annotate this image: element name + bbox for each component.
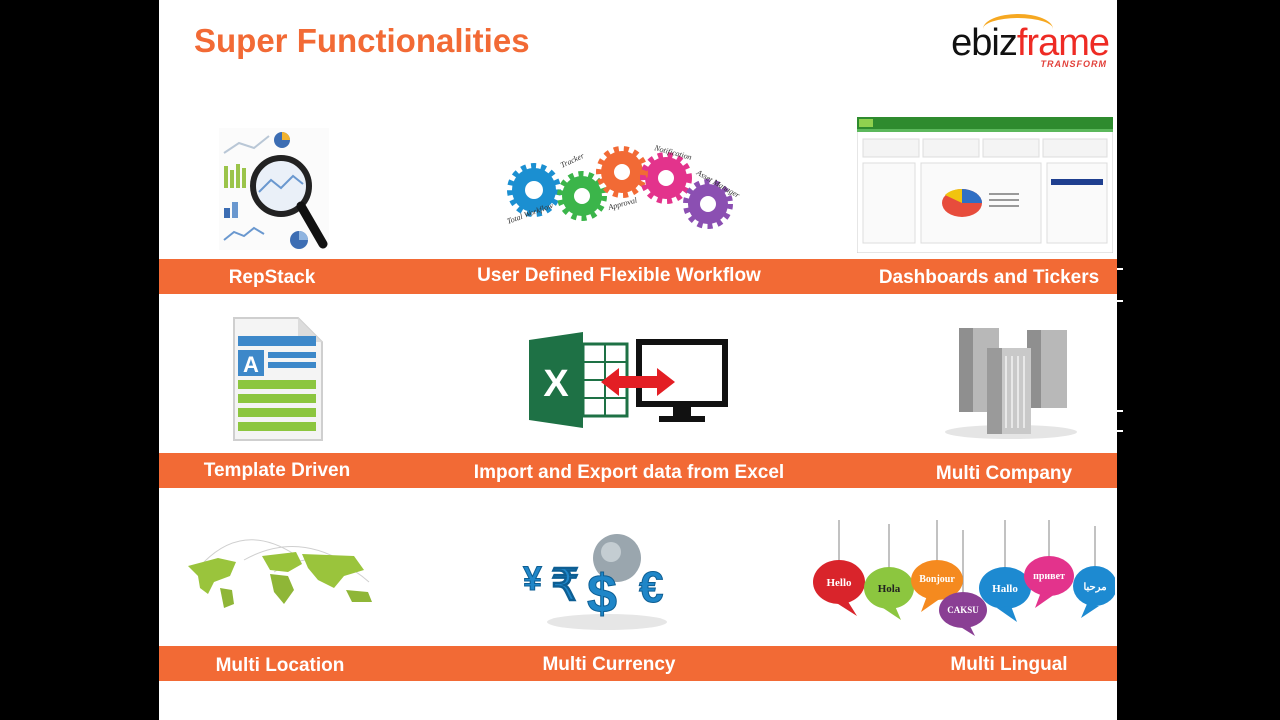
- slide-title: Super Functionalities: [194, 22, 530, 59]
- dashboard-screenshot-icon: [857, 117, 1113, 253]
- magnifier-chart-icon: [219, 128, 329, 250]
- ebizframe-logo: ebizframe TRANSFORM: [919, 14, 1110, 72]
- bubble-privet-text: привет: [1033, 571, 1065, 582]
- feature-band-row-1: [159, 259, 1117, 294]
- currency-globe-icon: ¥ ₹ $ €: [523, 534, 667, 630]
- feature-label-lingual: Multi Lingual: [950, 654, 1068, 675]
- svg-text:¥: ¥: [523, 560, 542, 598]
- feature-band-row-2: [159, 453, 1117, 488]
- svg-text:$: $: [587, 564, 617, 624]
- logo-text-main: ebiz: [951, 22, 1018, 64]
- feature-label-company: Multi Company: [935, 463, 1073, 484]
- svg-text:€: €: [639, 563, 663, 612]
- feature-band-row-3: [159, 646, 1117, 681]
- edge-mark: [1117, 300, 1123, 302]
- svg-text:Approval: Approval: [606, 195, 639, 212]
- bubble-bonjour-text: Bonjour: [919, 574, 955, 585]
- logo-tagline: TRANSFORM: [1040, 59, 1107, 69]
- feature-label-excel: Import and Export data from Excel: [473, 462, 785, 483]
- logo-arc: [983, 14, 1053, 44]
- svg-text:A: A: [243, 352, 259, 377]
- edge-mark: [1117, 430, 1123, 432]
- edge-mark: [1117, 410, 1123, 412]
- svg-text:X: X: [543, 363, 569, 405]
- edge-mark: [1117, 268, 1123, 270]
- bubble-hallo-text: Hallo: [992, 583, 1018, 595]
- speech-bubbles-icon: Hello Hola Bonjour CAKSU Hallo привет مر…: [813, 520, 1115, 636]
- world-map-icon: [188, 539, 372, 608]
- feature-label-workflow: User Defined Flexible Workflow: [477, 265, 761, 286]
- gears-workflow-icon: Total Workflow Tracker Approval Notifica…: [506, 143, 742, 229]
- bubble-hello-text: Hello: [826, 577, 852, 589]
- feature-label-currency: Multi Currency: [542, 654, 676, 675]
- logo-wordmark: ebizframe: [951, 22, 1110, 65]
- bubble-hola-text: Hola: [878, 583, 901, 595]
- feature-label-template: Template Driven: [203, 460, 351, 481]
- excel-monitor-icon: X: [529, 332, 728, 428]
- template-document-icon: A: [233, 317, 323, 441]
- bubble-caksu-text: CAKSU: [947, 605, 979, 615]
- logo-text-accent: frame: [1016, 22, 1110, 64]
- feature-label-location: Multi Location: [215, 655, 345, 676]
- slide: Super Functionalities ebizframe TRANSFOR…: [159, 0, 1117, 720]
- feature-label-repstack: RepStack: [228, 267, 316, 288]
- svg-text:Tracker: Tracker: [559, 151, 586, 170]
- bubble-marhaba-text: مرحبا: [1083, 582, 1106, 593]
- buildings-icon: [945, 328, 1077, 439]
- feature-label-dashboards: Dashboards and Tickers: [878, 267, 1100, 288]
- svg-text:₹: ₹: [551, 561, 579, 610]
